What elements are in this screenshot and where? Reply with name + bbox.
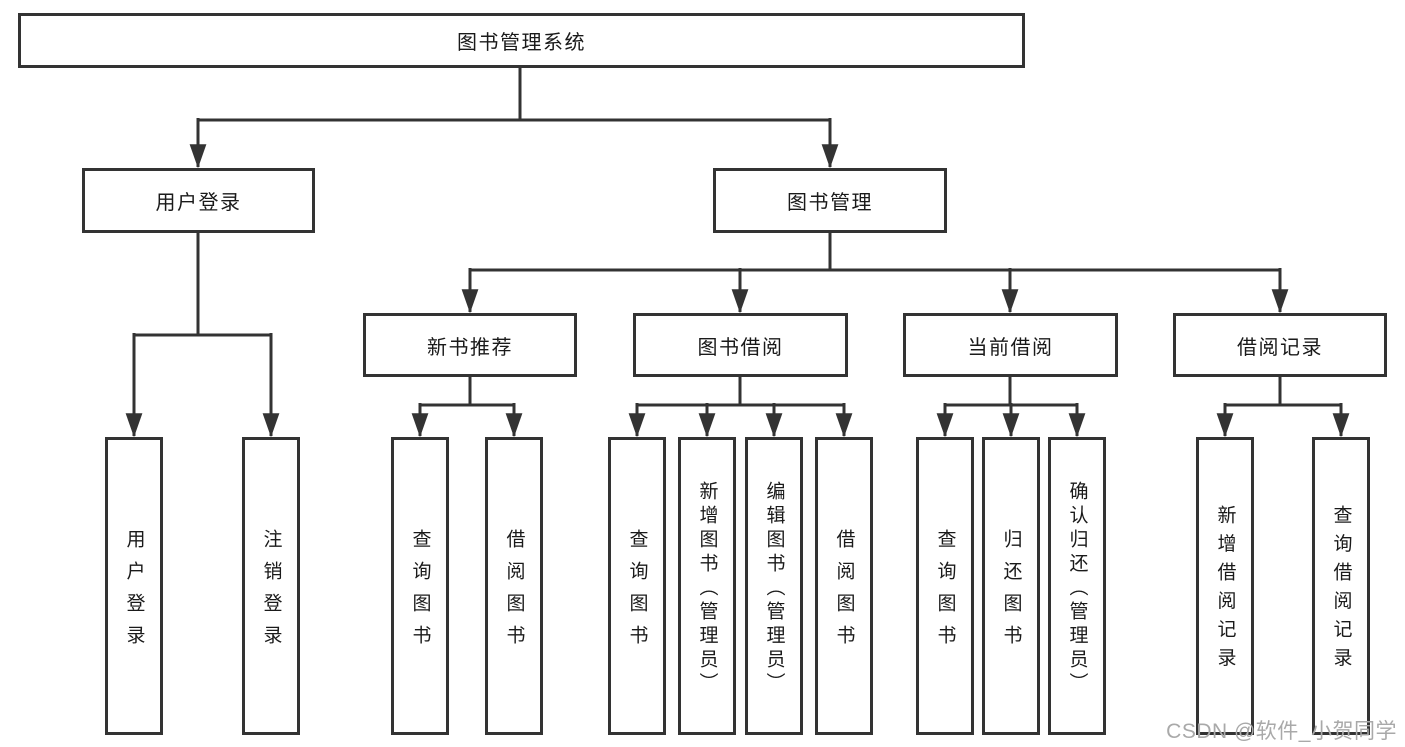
node-current-borrow: 当前借阅 xyxy=(903,313,1118,377)
leaf-records-add-record-label: 新增借阅记录 xyxy=(1214,505,1236,677)
leaf-recommend-borrow-book: 借阅图书 xyxy=(485,437,543,735)
node-borrow-records-label: 借阅记录 xyxy=(1237,336,1323,359)
node-new-book-recommend: 新书推荐 xyxy=(363,313,577,377)
leaf-user-login: 用户登录 xyxy=(105,437,163,735)
leaf-borrow-add-book-admin-label: 新增图书（管理员） xyxy=(696,480,718,697)
node-library-system: 图书管理系统 xyxy=(18,13,1025,68)
leaf-current-query-book: 查询图书 xyxy=(916,437,974,735)
leaf-borrow-edit-book-admin-label: 编辑图书（管理员） xyxy=(763,480,785,697)
leaf-borrow-add-book-admin: 新增图书（管理员） xyxy=(678,437,736,735)
leaf-current-return-book: 归还图书 xyxy=(982,437,1040,735)
node-borrow-records: 借阅记录 xyxy=(1173,313,1387,377)
node-book-borrow: 图书借阅 xyxy=(633,313,848,377)
node-user-login: 用户登录 xyxy=(82,168,315,233)
leaf-current-query-book-label: 查询图书 xyxy=(934,528,956,657)
watermark: CSDN @软件_小贺同学 xyxy=(1166,720,1397,743)
leaf-borrow-query-book-label: 查询图书 xyxy=(626,528,648,657)
node-book-borrow-label: 图书借阅 xyxy=(697,336,784,359)
leaf-borrow-borrow-book: 借阅图书 xyxy=(815,437,873,735)
node-library-system-label: 图书管理系统 xyxy=(457,32,586,54)
node-current-borrow-label: 当前借阅 xyxy=(967,336,1054,359)
leaf-logout: 注销登录 xyxy=(242,437,300,735)
leaf-records-query-record: 查询借阅记录 xyxy=(1312,437,1370,735)
leaf-current-confirm-return-admin: 确认归还（管理员） xyxy=(1048,437,1106,735)
leaf-records-query-record-label: 查询借阅记录 xyxy=(1330,505,1352,677)
leaf-recommend-query-book-label: 查询图书 xyxy=(409,528,431,657)
node-book-management: 图书管理 xyxy=(713,168,947,233)
leaf-borrow-query-book: 查询图书 xyxy=(608,437,666,735)
leaf-records-add-record: 新增借阅记录 xyxy=(1196,437,1254,735)
node-new-book-recommend-label: 新书推荐 xyxy=(427,336,513,359)
node-book-management-label: 图书管理 xyxy=(787,192,873,214)
leaf-current-confirm-return-admin-label: 确认归还（管理员） xyxy=(1066,480,1088,697)
leaf-recommend-query-book: 查询图书 xyxy=(391,437,449,735)
leaf-recommend-borrow-book-label: 借阅图书 xyxy=(503,528,525,657)
leaf-borrow-edit-book-admin: 编辑图书（管理员） xyxy=(745,437,803,735)
leaf-current-return-book-label: 归还图书 xyxy=(1000,528,1022,657)
leaf-logout-label: 注销登录 xyxy=(260,528,282,657)
leaf-borrow-borrow-book-label: 借阅图书 xyxy=(833,528,855,657)
node-user-login-label: 用户登录 xyxy=(155,192,242,214)
leaf-user-login-label: 用户登录 xyxy=(123,528,145,657)
